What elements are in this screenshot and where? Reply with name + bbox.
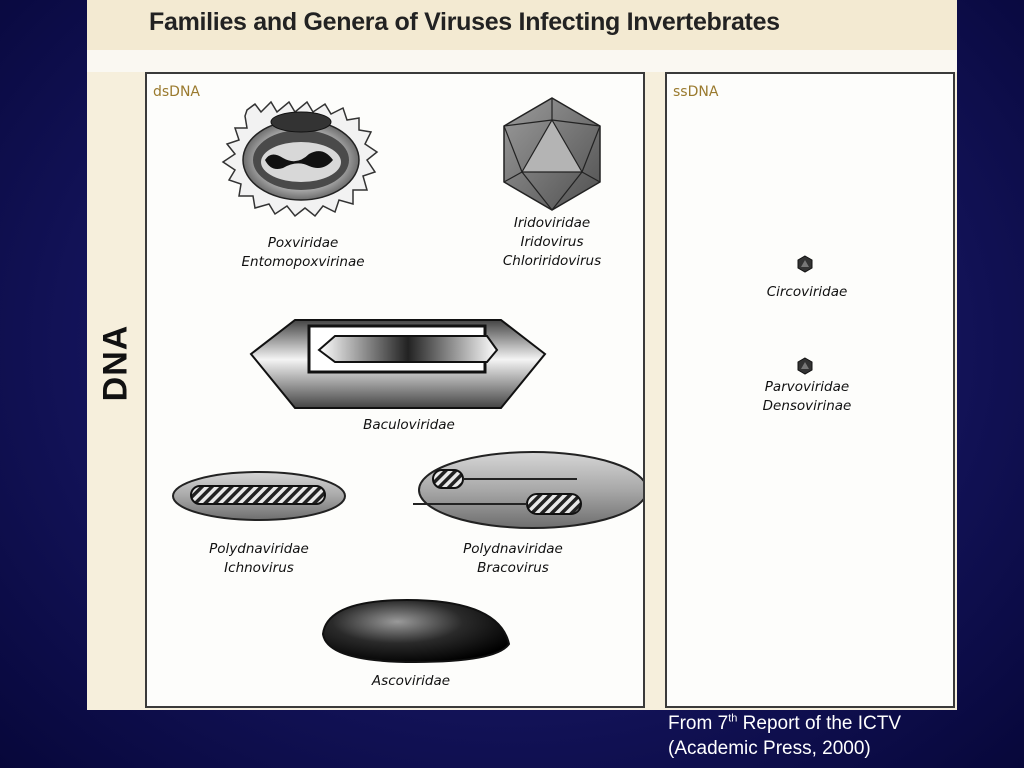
- title-divider: [87, 50, 957, 72]
- polydnaviridae-bracovirus-label: Polydnaviridae Bracovirus: [463, 540, 563, 578]
- dsdna-panel: dsDNA: [145, 72, 645, 708]
- virus-family: Iridoviridae: [513, 215, 591, 231]
- poxvirus-illustration: [221, 100, 379, 218]
- virus-genus: Ichnovirus: [224, 560, 294, 576]
- citation-prefix: From 7: [668, 713, 729, 734]
- ichnovirus-illustration: [172, 471, 346, 521]
- virus-family: Polydnaviridae: [209, 541, 309, 557]
- citation-line2: (Academic Press, 2000): [668, 738, 871, 759]
- ascoviridae-label: Ascoviridae: [372, 672, 450, 691]
- circovirus-illustration: [797, 255, 813, 273]
- polydnaviridae-ichnovirus-label: Polydnaviridae Ichnovirus: [209, 540, 309, 578]
- baculovirus-illustration: [249, 319, 547, 409]
- dna-side-label-text: DNA: [96, 324, 135, 402]
- figure-title: Families and Genera of Viruses Infecting…: [149, 8, 780, 36]
- virus-genus: Chloriridovirus: [502, 253, 602, 269]
- citation-line1: From 7th Report of the ICTV: [668, 713, 901, 734]
- virus-genus: Entomopoxvirinae: [241, 254, 365, 270]
- virus-genus: Bracovirus: [477, 560, 549, 576]
- poxviridae-label: Poxviridae Entomopoxvirinae: [241, 234, 364, 272]
- ascovirus-illustration: [321, 598, 511, 664]
- ssdna-panel-title: ssDNA: [673, 84, 719, 100]
- virus-family: Poxviridae: [267, 235, 339, 251]
- title-bar: Families and Genera of Viruses Infecting…: [87, 0, 957, 50]
- dna-side-label: DNA: [96, 318, 135, 408]
- bracovirus-illustration: [413, 451, 643, 529]
- ssdna-virus-illustrations: [797, 255, 813, 375]
- virus-family: Baculoviridae: [363, 417, 455, 433]
- virus-figure: Families and Genera of Viruses Infecting…: [87, 0, 957, 710]
- citation-superscript: th: [728, 712, 738, 725]
- virus-family: Circoviridae: [766, 284, 848, 300]
- virus-family: Ascoviridae: [371, 673, 451, 689]
- parvoviridae-label: Parvoviridae Densovirinae: [763, 378, 852, 416]
- iridovirus-illustration: [503, 97, 601, 211]
- dsdna-virus-illustrations: [172, 97, 643, 664]
- circoviridae-label: Circoviridae: [767, 283, 848, 302]
- ssdna-panel: ssDNA Circoviridae Parvoviridae Densovir…: [665, 72, 955, 708]
- virus-family: Polydnaviridae: [463, 541, 563, 557]
- parvovirus-illustration: [797, 357, 813, 375]
- baculoviridae-label: Baculoviridae: [363, 416, 455, 435]
- citation-suffix: Report of the ICTV: [737, 713, 902, 734]
- virus-genus: Densovirinae: [762, 398, 852, 414]
- virus-genus: Iridovirus: [520, 234, 584, 250]
- citation: From 7th Report of the ICTV (Academic Pr…: [668, 711, 901, 761]
- iridoviridae-label: Iridoviridae Iridovirus Chloriridovirus: [503, 214, 601, 271]
- dsdna-panel-title: dsDNA: [153, 84, 201, 100]
- virus-family: Parvoviridae: [764, 379, 850, 395]
